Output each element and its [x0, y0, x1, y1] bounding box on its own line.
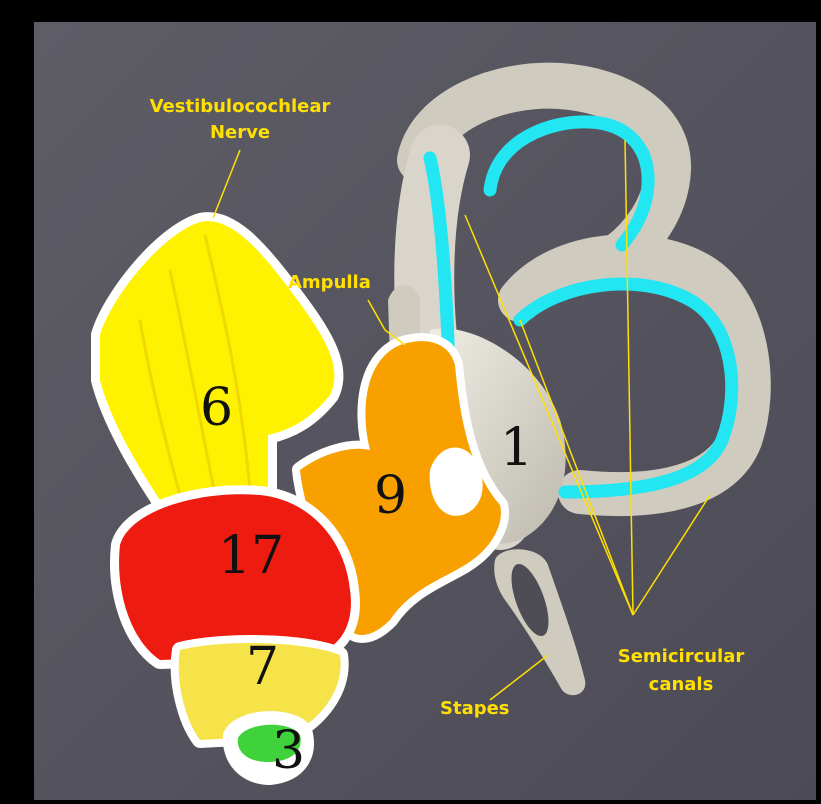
number-17: 17 — [218, 526, 284, 586]
number-7: 7 — [246, 637, 279, 697]
label-canals-line1: Semicircular — [618, 646, 745, 667]
number-1: 1 — [500, 418, 533, 478]
number-3: 3 — [272, 721, 305, 781]
number-6: 6 — [200, 378, 233, 438]
label-nerve-line2: Nerve — [210, 122, 270, 143]
number-9: 9 — [374, 466, 407, 526]
label-ampulla: Ampulla — [288, 272, 371, 293]
label-canals-line2: canals — [649, 674, 714, 695]
label-stapes: Stapes — [440, 698, 510, 719]
label-nerve-line1: Vestibulocochlear — [150, 96, 331, 117]
